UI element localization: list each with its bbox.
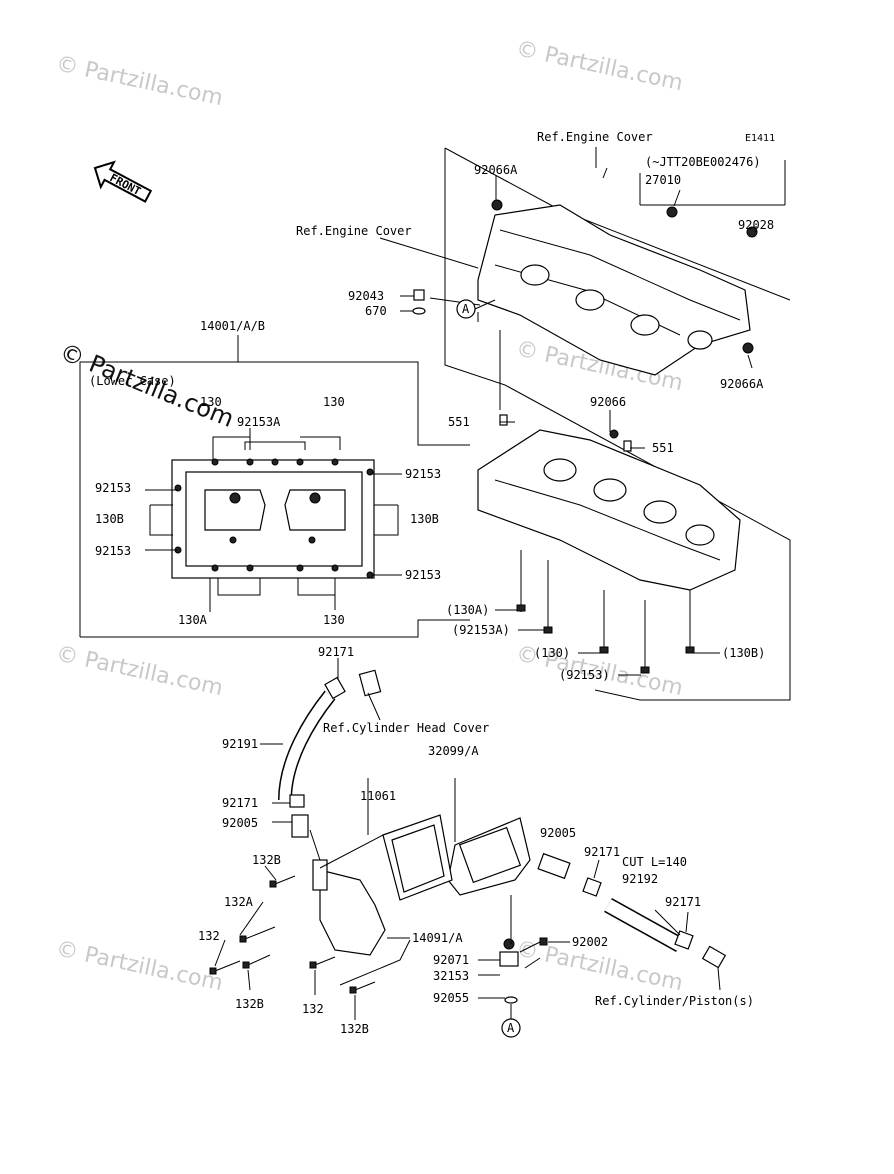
label-92055: 92055 xyxy=(433,991,469,1005)
label-92071: 92071 xyxy=(433,953,469,967)
lower-bolts xyxy=(209,865,376,1020)
label-32099: 32099/A xyxy=(428,744,479,758)
label-92002: 92002 xyxy=(572,935,608,949)
label-92153-paren: (92153) xyxy=(559,668,610,682)
label-670: 670 xyxy=(365,304,387,318)
label-130A: 130A xyxy=(178,613,208,627)
label-14001: 14001/A/B xyxy=(200,319,265,333)
diagram-code: E1411 xyxy=(745,133,775,144)
label-92171: 92171 xyxy=(584,845,620,859)
label-132A: 132A xyxy=(224,895,254,909)
watermark: © Partzilla.com xyxy=(54,51,225,111)
label-92153: 92153 xyxy=(405,467,441,481)
oil-pan-group: A xyxy=(309,778,571,1038)
label-92171: 92171 xyxy=(665,895,701,909)
label-132B: 132B xyxy=(252,853,281,867)
label-132B: 132B xyxy=(340,1022,369,1036)
label-92171: 92171 xyxy=(318,645,354,659)
leader-lines xyxy=(400,160,786,676)
label-92005: 92005 xyxy=(222,816,258,830)
label-92153: 92153 xyxy=(95,481,131,495)
breather-hose-assembly xyxy=(260,658,382,838)
label-132B: 132B xyxy=(235,997,264,1011)
label-130: 130 xyxy=(200,395,222,409)
label-11061: 11061 xyxy=(360,789,396,803)
reference-marker-a: A xyxy=(507,1021,515,1035)
label-92171: 92171 xyxy=(222,796,258,810)
label-32153: 32153 xyxy=(433,969,469,983)
label-ref-cylinder-piston: Ref.Cylinder/Piston(s) xyxy=(595,994,754,1008)
label-92066A: 92066A xyxy=(474,163,518,177)
label-92043: 92043 xyxy=(348,289,384,303)
label-cut-length: CUT L=140 xyxy=(622,855,687,869)
label-ref-engine-cover: Ref.Engine Cover xyxy=(296,224,412,238)
label-92191: 92191 xyxy=(222,737,258,751)
label-130B: 130B xyxy=(410,512,439,526)
label-92153: 92153 xyxy=(95,544,131,558)
label-551: 551 xyxy=(448,415,470,429)
watermark: © Partzilla.com xyxy=(54,936,225,996)
lower-crankcase xyxy=(477,414,741,674)
label-130A-paren: (130A) xyxy=(446,603,489,617)
label-551: 551 xyxy=(652,441,674,455)
watermark: © Partzilla.com xyxy=(54,641,225,701)
upper-crankcase xyxy=(379,147,791,701)
svg-text:A: A xyxy=(462,302,470,316)
lower-case-view-box xyxy=(79,335,470,638)
label-92066: 92066 xyxy=(590,395,626,409)
label-92153: 92153 xyxy=(405,568,441,582)
label-92153A: 92153A xyxy=(237,415,281,429)
reference-marker-a: A xyxy=(456,299,501,410)
label-92153A-paren: (92153A) xyxy=(452,623,510,637)
label-130: 130 xyxy=(323,395,345,409)
watermark: © Partzilla.com xyxy=(514,36,685,96)
callout-labels: Ref.Engine Cover (~JTT20BE002476) 27010 … xyxy=(89,130,774,1036)
label-130-paren: (130) xyxy=(534,646,570,660)
label-130: 130 xyxy=(323,613,345,627)
label-132: 132 xyxy=(198,929,220,943)
right-hose-assembly xyxy=(582,859,727,991)
label-ref-engine-cover: Ref.Engine Cover xyxy=(537,130,653,144)
label-27010: 27010 xyxy=(645,173,681,187)
label-130B-paren: (130B) xyxy=(722,646,765,660)
label-92066A: 92066A xyxy=(720,377,764,391)
label-132: 132 xyxy=(302,1002,324,1016)
label-serial-note: (~JTT20BE002476) xyxy=(645,155,761,169)
label-92028: 92028 xyxy=(738,218,774,232)
label-92192: 92192 xyxy=(622,872,658,886)
label-lower-case: (Lower Case) xyxy=(89,374,176,388)
label-ref-cylinder-head-cover: Ref.Cylinder Head Cover xyxy=(323,721,489,735)
front-arrow-icon: FRONT xyxy=(93,160,153,203)
label-92005: 92005 xyxy=(540,826,576,840)
label-130B: 130B xyxy=(95,512,124,526)
front-label: FRONT xyxy=(108,171,144,198)
label-14091: 14091/A xyxy=(412,931,463,945)
